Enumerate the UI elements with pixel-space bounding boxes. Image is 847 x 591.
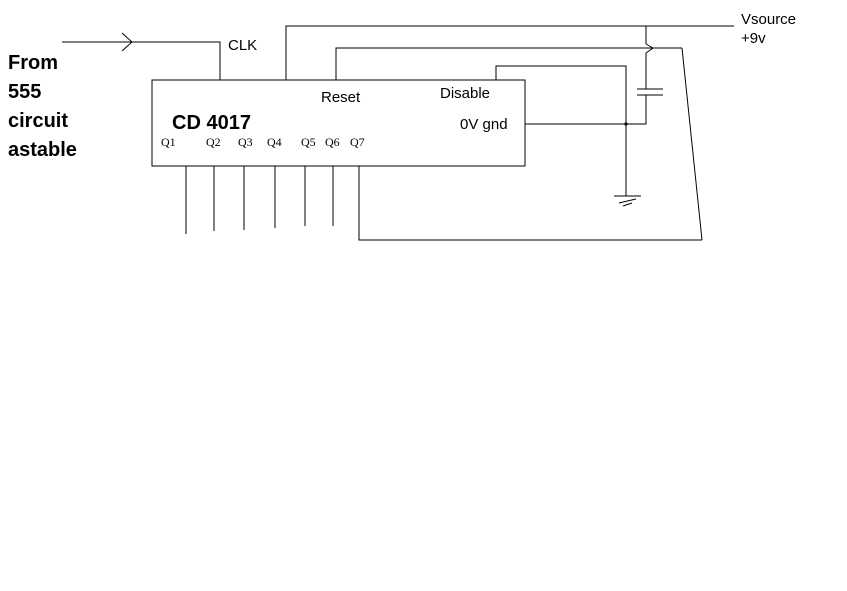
clk-wire [132, 41, 221, 80]
supply-voltage-label: +9v [741, 30, 766, 47]
source-label-line-3: circuit [8, 110, 68, 132]
output-label-q6: Q6 [325, 135, 340, 149]
disable-wire [495, 65, 627, 124]
supply-name-label: Vsource [741, 11, 796, 28]
output-label-q3: Q3 [238, 135, 253, 149]
supply-drop-wire [645, 26, 654, 89]
chip-body [151, 79, 526, 167]
output-label-q4: Q4 [267, 135, 282, 149]
gnd-pin-label: 0V gnd [460, 116, 508, 133]
clk-label: CLK [228, 37, 257, 54]
q7-feedback-diagonal [681, 47, 703, 241]
disable-label: Disable [440, 85, 490, 102]
capacitor-lower-wire [626, 95, 647, 125]
output-label-q5: Q5 [301, 135, 316, 149]
reset-label: Reset [321, 89, 361, 106]
reset-wire [335, 47, 682, 80]
vdd-wire [285, 25, 734, 80]
chip-name: CD 4017 [172, 112, 251, 134]
source-label-line-4: astable [8, 139, 77, 161]
source-label-line-1: From [8, 52, 58, 74]
output-label-q2: Q2 [206, 135, 221, 149]
source-label-line-2: 555 [8, 81, 41, 103]
ground-icon [614, 195, 641, 207]
q7-feedback-wire [358, 166, 702, 241]
clock-input-arrow [62, 32, 133, 52]
capacitor-symbol [637, 88, 663, 96]
output-label-q7: Q7 [350, 135, 365, 149]
output-label-q1: Q1 [161, 135, 176, 149]
